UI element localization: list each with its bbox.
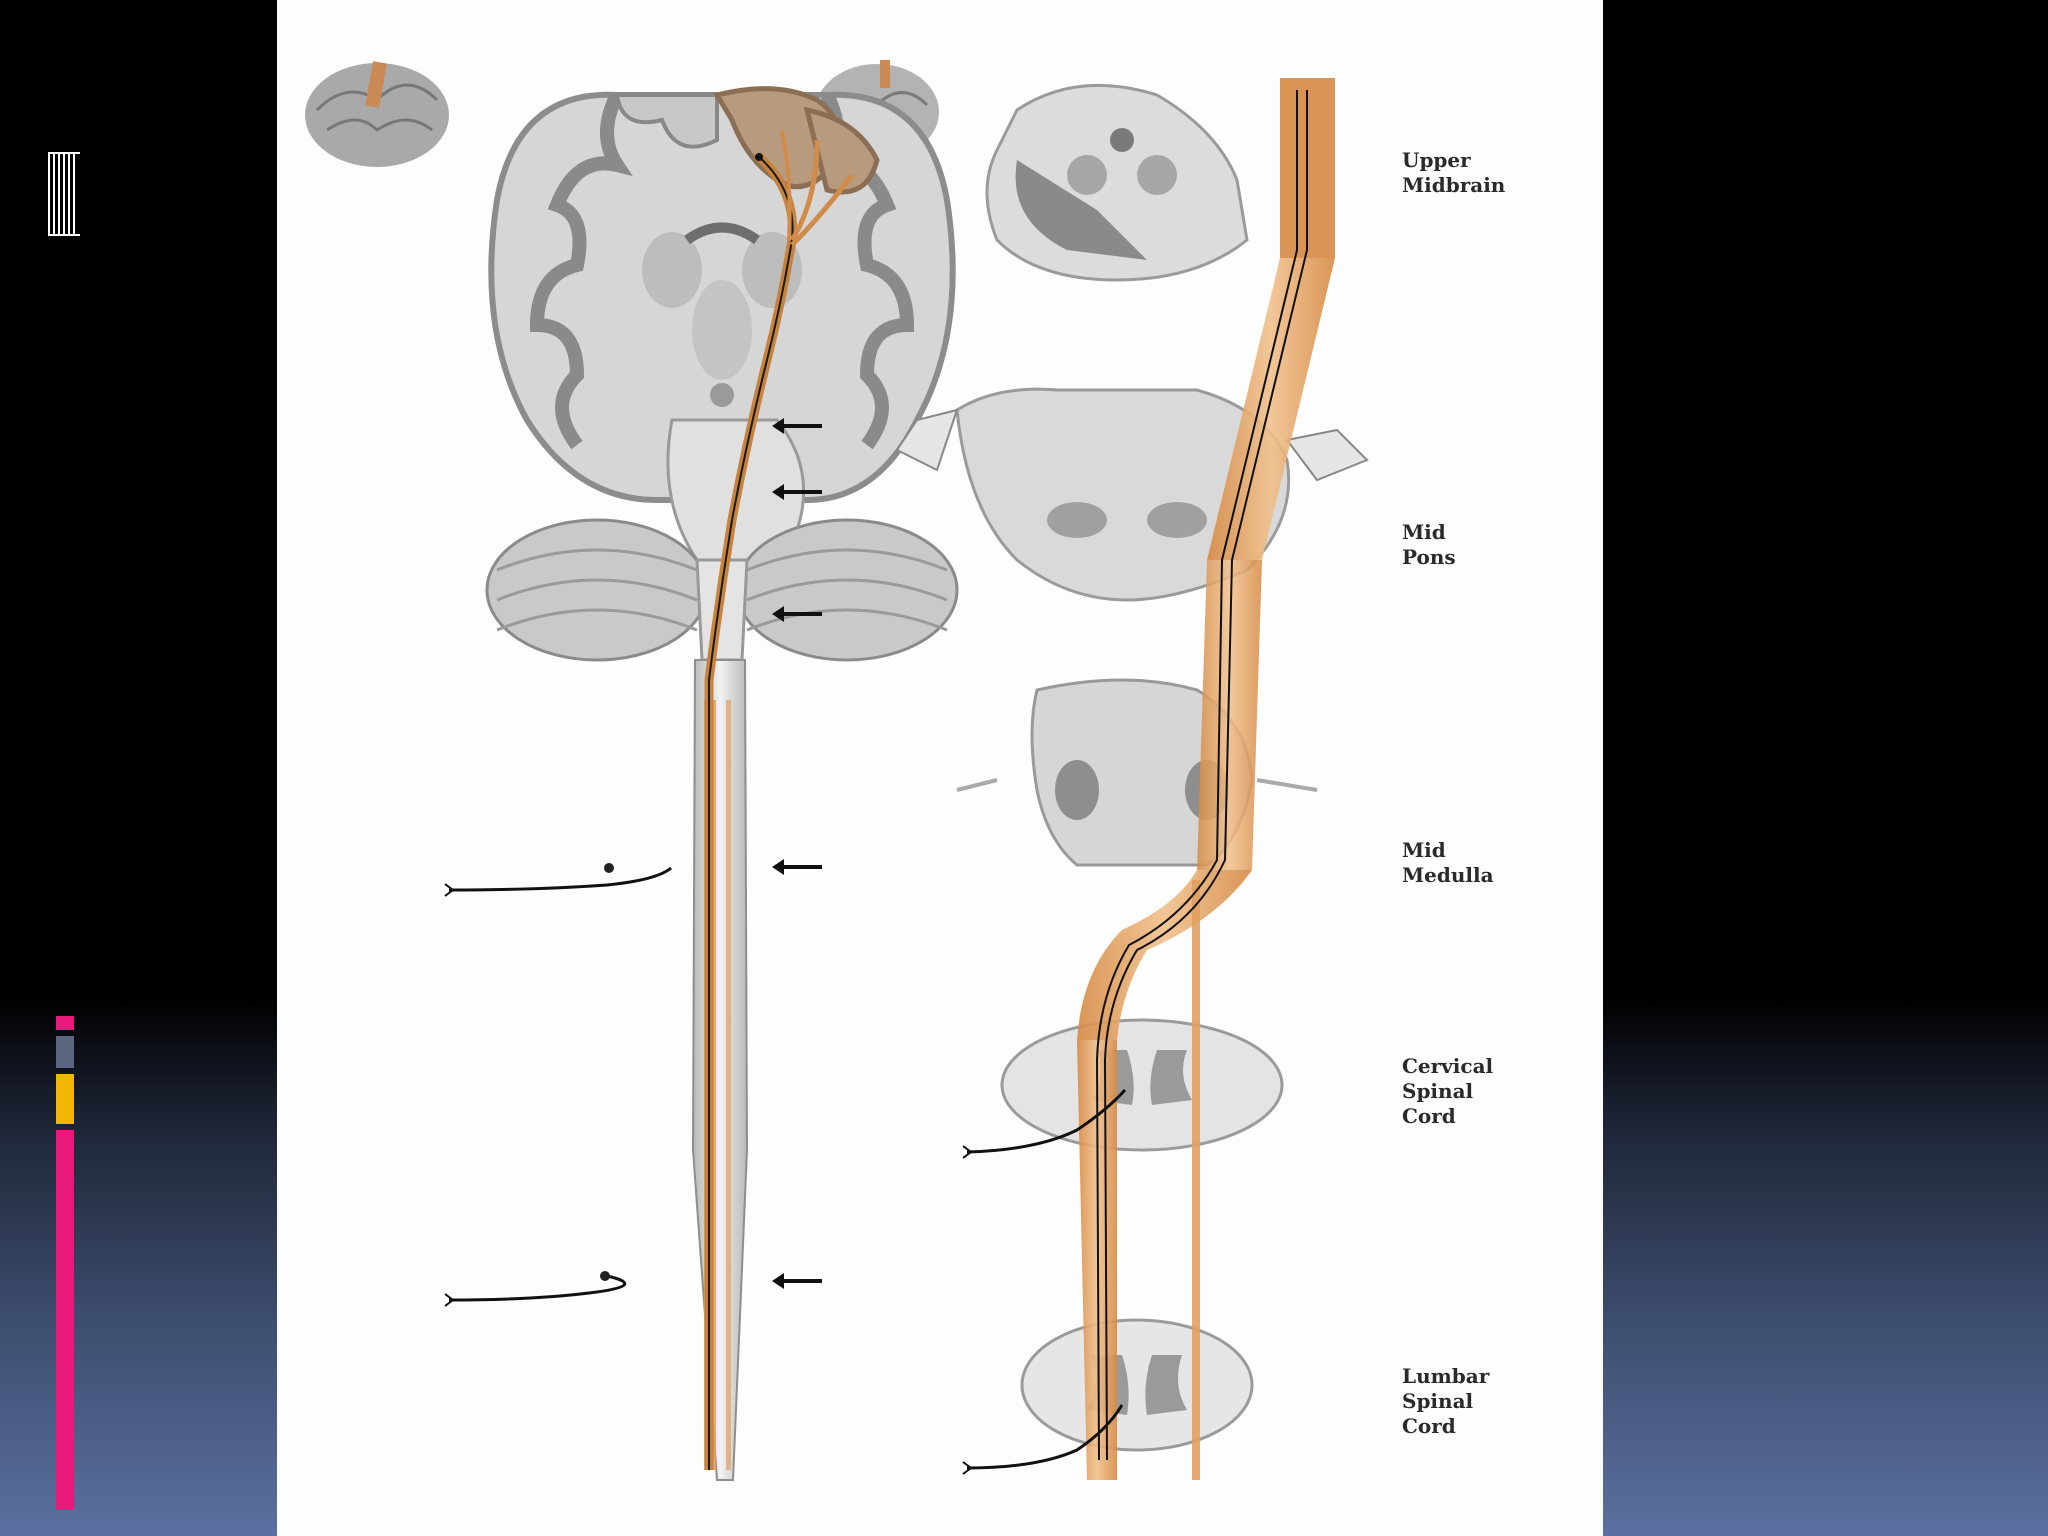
peripheral-fiber-cervical-left — [445, 863, 671, 896]
brain-lateral-thumbnail — [305, 61, 449, 167]
slide-grid-icon — [48, 152, 80, 236]
figure-panel: Upper Midbrain Mid Pons Mid Medulla Cerv… — [277, 0, 1603, 1536]
label-cervical-spinal-cord: Cervical Spinal Cord — [1402, 1054, 1493, 1129]
label-mid-pons: Mid Pons — [1402, 520, 1456, 570]
accent-bar-gray — [56, 1036, 74, 1068]
accent-bars — [56, 1016, 74, 1510]
label-mid-medulla: Mid Medulla — [1402, 838, 1494, 888]
cross-section-upper-midbrain — [987, 85, 1247, 280]
accent-bar-yellow — [56, 1074, 74, 1124]
accent-bar-pink-long — [56, 1130, 74, 1510]
cross-section-mid-medulla — [957, 680, 1317, 865]
label-upper-midbrain: Upper Midbrain — [1402, 148, 1505, 198]
label-lumbar-spinal-cord: Lumbar Spinal Cord — [1402, 1364, 1489, 1439]
cross-section-lumbar-spinal-cord — [1022, 1320, 1252, 1450]
cross-section-mid-pons — [897, 389, 1367, 600]
arrow-left-icon — [772, 1273, 822, 1289]
arrow-left-icon — [772, 859, 822, 875]
corticospinal-tract-figure — [277, 0, 1603, 1536]
accent-bar-pink-top — [56, 1016, 74, 1030]
spinal-cord-longitudinal — [693, 660, 747, 1480]
cross-section-cervical-spinal-cord — [1002, 1020, 1282, 1150]
peripheral-fiber-lumbar-left — [445, 1271, 625, 1306]
